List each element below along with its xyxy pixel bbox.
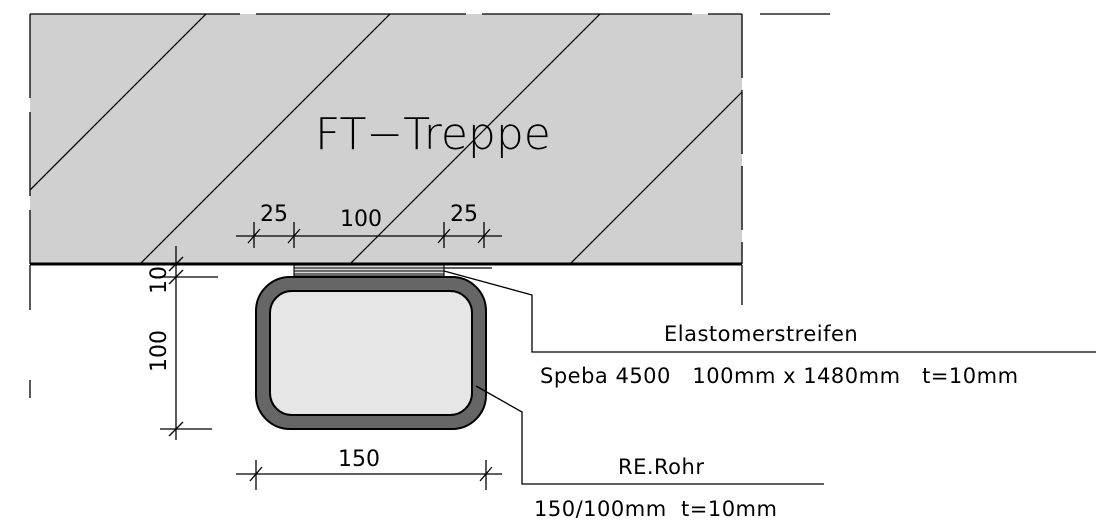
tube-name-label: RE.Rohr xyxy=(618,455,704,479)
concrete-hatching xyxy=(30,14,742,264)
dim-tube-width: 150 xyxy=(338,447,380,472)
strip-leader xyxy=(443,270,1096,353)
tube-leader xyxy=(475,385,824,485)
strip-spec-label: Speba 4500 100mm x 1480mm t=10mm xyxy=(540,364,1019,388)
elastomer-strip xyxy=(293,264,445,277)
wall-lines xyxy=(29,265,743,398)
left-dimension-chain xyxy=(160,246,218,440)
tube-spec-label: 150/100mm t=10mm xyxy=(534,497,777,521)
title-label: FT−Treppe xyxy=(315,109,551,160)
dim-gap-right: 25 xyxy=(450,202,478,227)
bottom-dimension-chain xyxy=(236,460,502,490)
dim-strip-width: 100 xyxy=(340,207,382,232)
concrete-slab xyxy=(30,14,742,264)
strip-name-label: Elastomerstreifen xyxy=(664,322,858,346)
top-dimension-chain xyxy=(236,222,502,248)
dim-gap-left: 25 xyxy=(260,202,288,227)
leader-lines xyxy=(443,267,1096,485)
slab-dashed-outline xyxy=(29,13,830,264)
dim-strip-thickness: 10 xyxy=(147,266,172,294)
tube-inner-void xyxy=(269,290,473,416)
dim-tube-height: 100 xyxy=(147,330,172,372)
